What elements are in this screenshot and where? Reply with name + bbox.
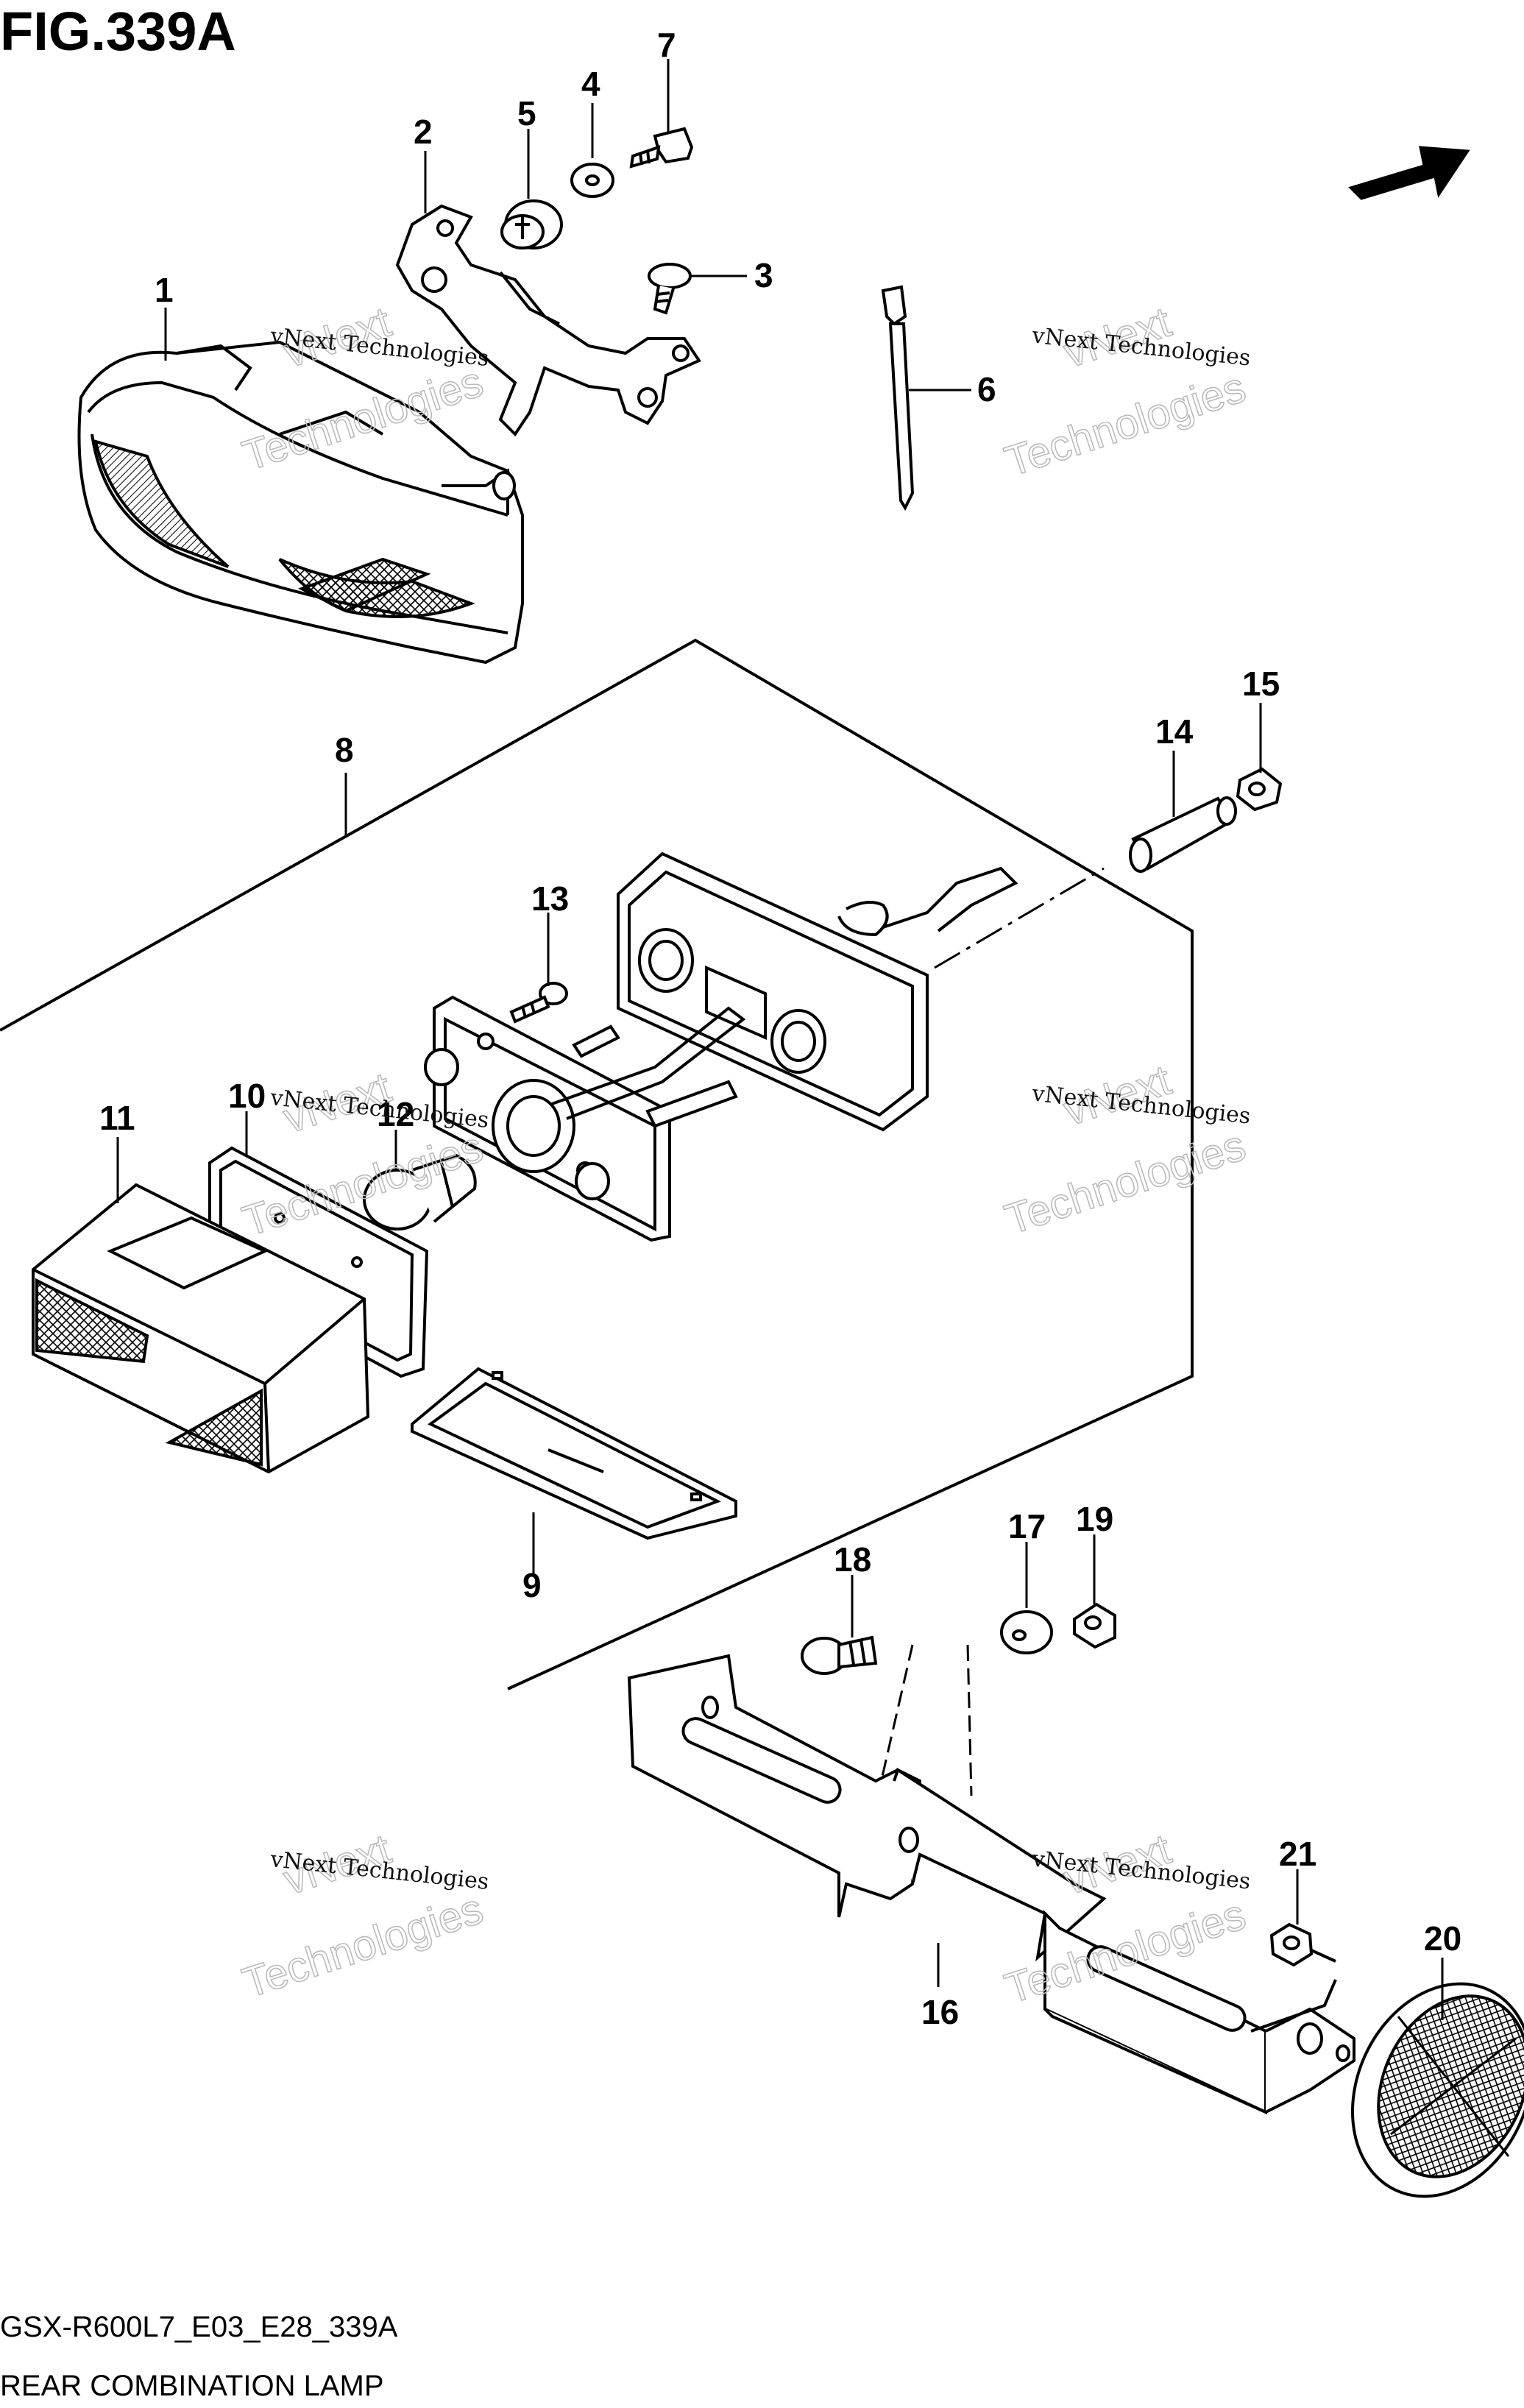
callout-10: 10: [228, 1077, 266, 1115]
callout-5: 5: [517, 94, 536, 132]
part-4-washer: [570, 163, 614, 198]
part-7-bolt: [629, 127, 694, 169]
callout-11: 11: [99, 1099, 135, 1137]
svg-text:Technologies: Technologies: [237, 1885, 489, 2007]
callout-12: 12: [377, 1095, 414, 1133]
callout-16: 16: [921, 1993, 959, 2031]
svg-text:Technologies: Technologies: [999, 364, 1251, 486]
part-13-screw: [509, 982, 568, 1024]
callout-4: 4: [581, 65, 600, 103]
part-1-rear-lamp-housing: [77, 340, 524, 665]
part-5-grommet: [500, 199, 563, 249]
part-19-nut: [1073, 1602, 1116, 1649]
callout-20: 20: [1424, 1919, 1461, 1958]
forward-arrow-icon: [1348, 146, 1470, 200]
callout-6: 6: [977, 370, 996, 408]
part-12-bulb: [363, 1153, 477, 1230]
callout-7: 7: [657, 26, 676, 64]
part-3-screw: [648, 263, 692, 315]
part-17-washer: [1000, 1610, 1053, 1654]
figure-title: FIG.339A: [0, 1, 236, 62]
callout-1: 1: [155, 271, 174, 309]
watermark-top-right: vNext Technologies vNext Technologies: [999, 297, 1252, 486]
callout-21: 21: [1279, 1835, 1316, 1873]
part-8-license-lamp-housing: [617, 851, 1018, 1132]
part-14-tube: [1129, 796, 1237, 873]
callout-13: 13: [531, 879, 569, 918]
callout-2: 2: [414, 113, 433, 151]
callout-9: 9: [522, 1566, 542, 1604]
model-code: GSX-R600L7_E03_E28_339A: [0, 2311, 398, 2343]
watermark-bottom-left: vNext Technologies vNext Technologies: [236, 1824, 490, 2008]
figure-name: REAR COMBINATION LAMP: [0, 2370, 384, 2402]
part-16-license-bracket: [627, 1654, 1355, 2115]
leader-lines: [116, 59, 1444, 2020]
part-20-reflector: [1351, 1982, 1524, 2198]
part-2-bracket: [395, 204, 701, 437]
part-9-cover-plate: [411, 1367, 737, 1540]
part-6-cable-tie: [881, 285, 915, 511]
callout-14: 14: [1155, 712, 1194, 751]
part-8-assembly-outline: [0, 638, 1194, 1690]
part-11-lens: [32, 1183, 370, 1474]
part-15-nut: [1236, 767, 1283, 812]
callout-17: 17: [1008, 1507, 1046, 1545]
part-18-bolt: [801, 1635, 878, 1675]
callout-8: 8: [335, 731, 354, 769]
part-socket-plate: [424, 995, 746, 1242]
watermark-mid-right: vNext Technologies vNext Technologies: [999, 1055, 1252, 1244]
callout-19: 19: [1076, 1500, 1113, 1538]
part-21-nut: [1269, 1922, 1336, 1967]
callout-15: 15: [1242, 665, 1280, 703]
fwd-badge: FWD: [1348, 146, 1470, 228]
svg-text:Technologies: Technologies: [999, 1122, 1251, 1244]
part-callouts: 1 2 3 4 5 6 7 8 9 10 11 12 13 14 15 16 1…: [99, 26, 1461, 2031]
callout-18: 18: [834, 1540, 871, 1579]
callout-3: 3: [754, 256, 773, 294]
